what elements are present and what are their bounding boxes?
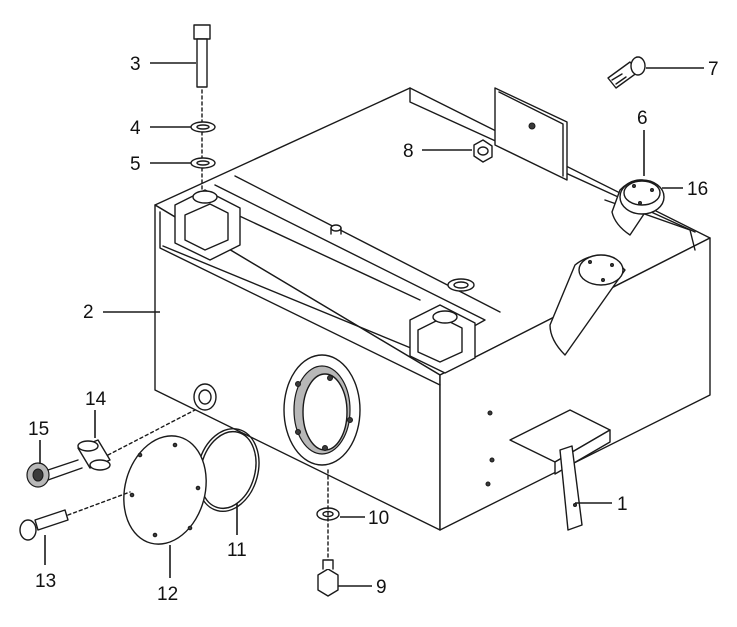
cover-plate-12 — [123, 435, 207, 545]
washer-5 — [190, 157, 216, 169]
bolt-3 — [193, 24, 211, 191]
callout-6: 6 — [637, 108, 648, 129]
callout-11: 11 — [227, 540, 247, 561]
callout-labels: 1 2 3 4 5 6 7 8 9 10 11 12 13 14 15 16 — [28, 54, 719, 605]
bolt-13 — [19, 491, 131, 541]
callout-7: 7 — [708, 59, 719, 80]
callout-15: 15 — [28, 419, 49, 440]
washer-4 — [190, 121, 216, 133]
nut-8 — [473, 139, 493, 163]
callout-1: 1 — [617, 494, 628, 515]
callout-3: 3 — [130, 54, 141, 75]
tank-flange — [283, 354, 361, 466]
mounting-plate — [494, 87, 568, 181]
fuel-tank-body — [154, 87, 711, 531]
callout-9: 9 — [376, 577, 387, 598]
callout-2: 2 — [83, 302, 94, 323]
callout-10: 10 — [368, 508, 389, 529]
bolt-7 — [607, 56, 646, 89]
callout-16: 16 — [687, 179, 708, 200]
filter-cap — [619, 179, 665, 215]
drain-plug-15 — [26, 409, 196, 488]
leader-lines — [39, 62, 704, 587]
callout-14: 14 — [85, 389, 107, 410]
callout-8: 8 — [403, 141, 414, 162]
callout-5: 5 — [130, 154, 141, 175]
spacer-14 — [77, 439, 111, 471]
callout-13: 13 — [35, 571, 56, 592]
bracket-1 — [509, 409, 611, 531]
callout-12: 12 — [157, 584, 178, 605]
callout-4: 4 — [130, 118, 141, 139]
plug-9 — [317, 469, 339, 597]
